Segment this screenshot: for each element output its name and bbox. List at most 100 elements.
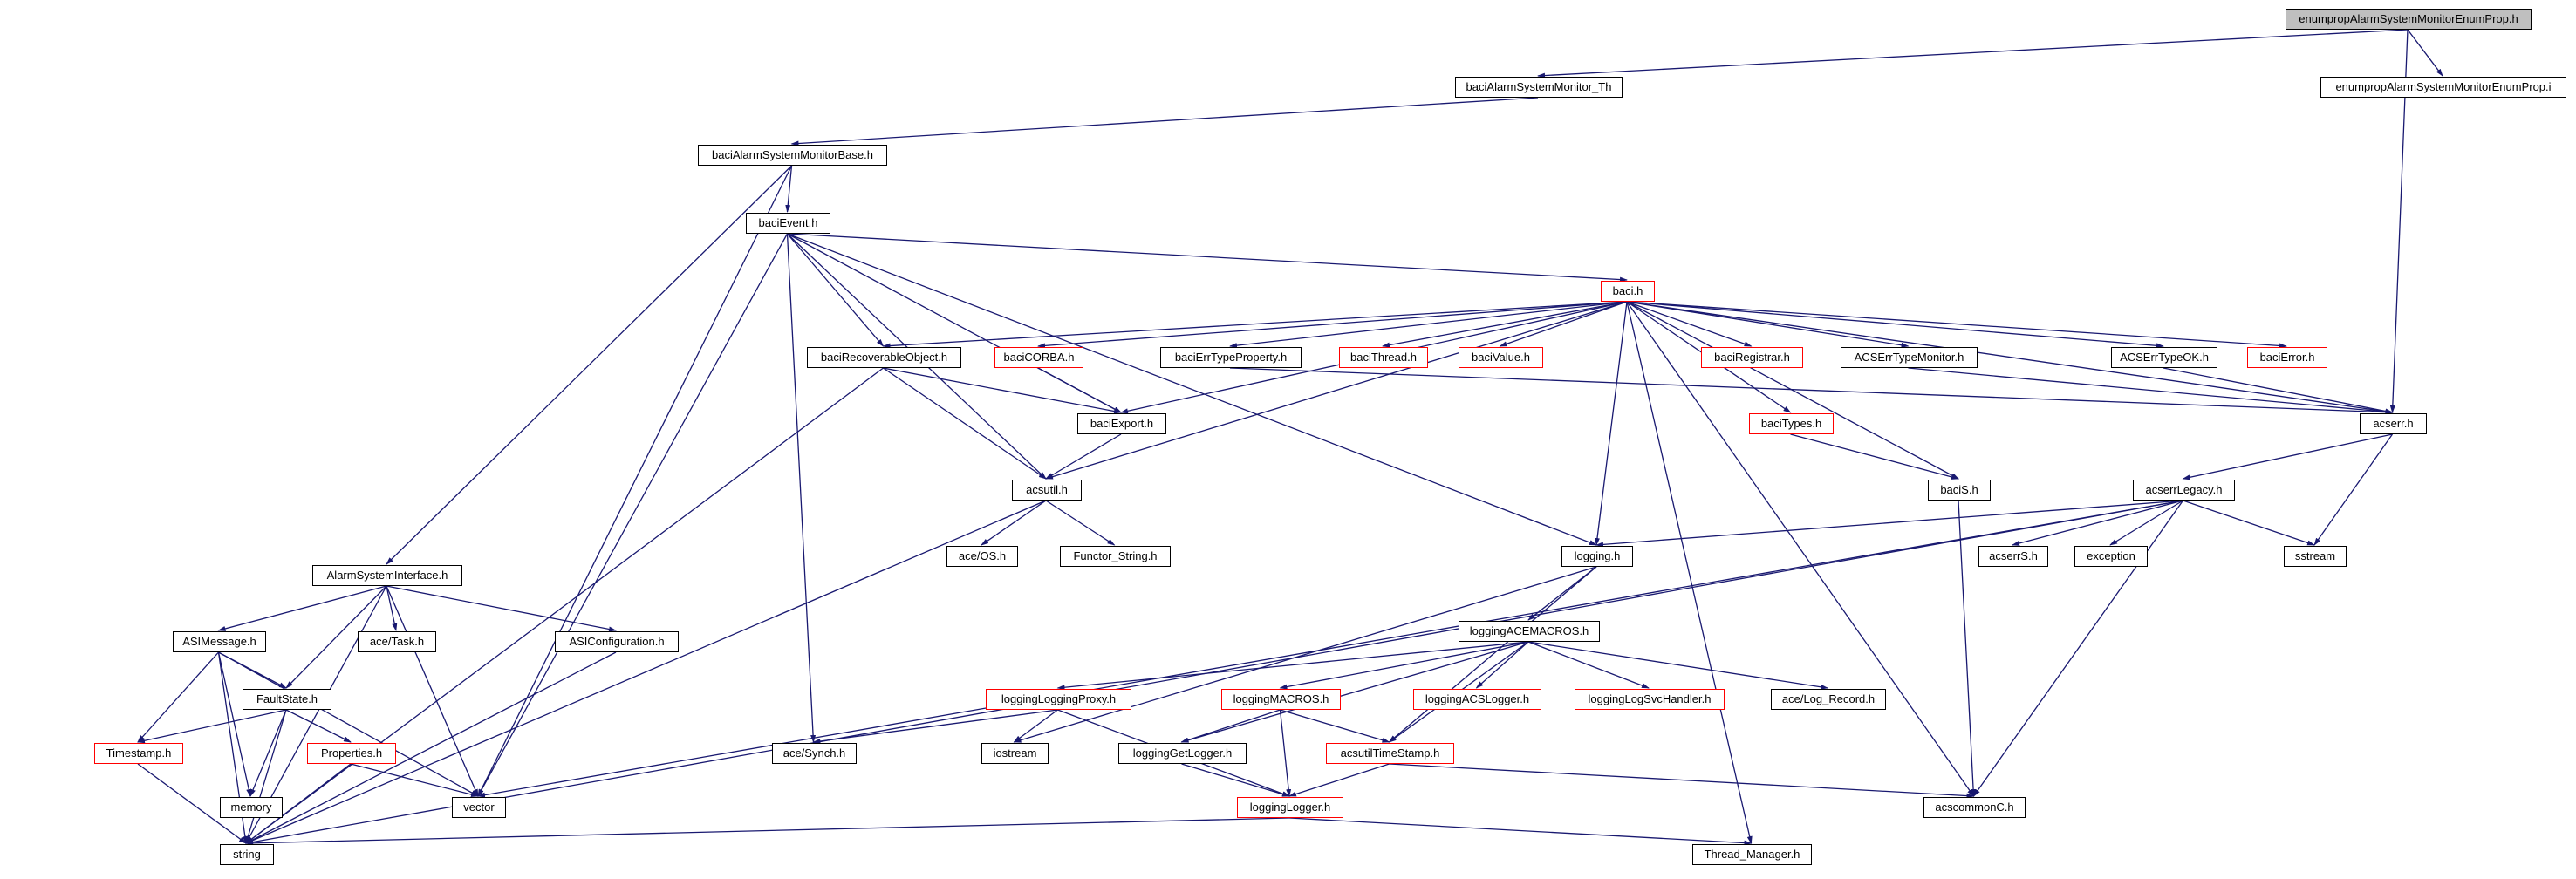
edge-loggingmacros-acsutiltimestamp (1280, 709, 1390, 743)
node-acserrs[interactable]: acserrS.h (1978, 546, 2048, 567)
edge-logging-iostream (1013, 566, 1597, 743)
node-acetask[interactable]: ace/Task.h (358, 631, 436, 652)
node-acsutiltimestamp[interactable]: acsutilTimeStamp.h (1326, 743, 1454, 764)
node-logginglogger[interactable]: loggingLogger.h (1237, 797, 1343, 818)
edge-asimessage-faultstate (218, 651, 287, 689)
node-bacievent[interactable]: baciEvent.h (746, 213, 830, 234)
node-asimessage[interactable]: ASIMessage.h (173, 631, 266, 652)
node-baciregistrar[interactable]: baciRegistrar.h (1701, 347, 1803, 368)
edge-monitor_th-base_h (790, 97, 1539, 146)
node-acserrlegacy[interactable]: acserrLegacy.h (2133, 480, 2235, 501)
edge-acsutiltimestamp-logginglogger (1288, 763, 1390, 797)
node-recoverable[interactable]: baciRecoverableObject.h (807, 347, 961, 368)
edge-base_h-alarmsysif (386, 165, 792, 565)
edge-logging-loggingacemacros (1527, 566, 1597, 621)
node-acesynch[interactable]: ace/Synch.h (772, 743, 857, 764)
node-logginglogsvc[interactable]: loggingLogSvcHandler.h (1575, 689, 1725, 710)
edge-getlogger-logginglogger (1181, 763, 1290, 797)
edge-acsutil-aceos (981, 500, 1047, 546)
edge-enumprop_h-enumprop_i (2407, 29, 2443, 77)
edge-bacievent-logging (787, 233, 1597, 546)
node-vector[interactable]: vector (452, 797, 506, 818)
node-functorstring[interactable]: Functor_String.h (1060, 546, 1171, 567)
node-memory[interactable]: memory (220, 797, 283, 818)
edge-baci-acsutil (1045, 301, 1628, 480)
node-acserrtypeok[interactable]: ACSErrTypeOK.h (2111, 347, 2217, 368)
node-bacierror[interactable]: baciError.h (2247, 347, 2327, 368)
edge-baci-logging (1595, 301, 1628, 546)
node-bacitypes[interactable]: baciTypes.h (1749, 413, 1834, 434)
node-enumprop_h[interactable]: enumpropAlarmSystemMonitorEnumProp.h (2286, 9, 2532, 30)
edge-acsutil-string (245, 500, 1047, 844)
node-loggingproxy[interactable]: loggingLoggingProxy.h (986, 689, 1131, 710)
edge-loggingmacros-logginglogger (1279, 709, 1292, 797)
edge-acserrtypeok-acserr (2163, 367, 2394, 414)
edge-loggingacemacros-loggingproxy (1056, 641, 1529, 691)
edge-faultstate-properties (285, 709, 352, 743)
edge-loggingproxy-acesynch (812, 709, 1058, 744)
node-acserr[interactable]: acserr.h (2360, 413, 2427, 434)
node-bacithread[interactable]: baciThread.h (1339, 347, 1428, 368)
node-asiconfig[interactable]: ASIConfiguration.h (555, 631, 679, 652)
edge-loggingproxy-iostream (1013, 709, 1058, 743)
edge-baci-baciregistrar (1626, 301, 1753, 347)
edge-baci-errtypeprop (1229, 301, 1628, 349)
node-aceos[interactable]: ace/OS.h (946, 546, 1018, 567)
node-acscommonc[interactable]: acscommonC.h (1923, 797, 2026, 818)
node-baci[interactable]: baci.h (1601, 281, 1655, 302)
node-errtypeprop[interactable]: baciErrTypeProperty.h (1160, 347, 1302, 368)
node-bacicorba[interactable]: baciCORBA.h (994, 347, 1083, 368)
edge-properties-vector (350, 763, 479, 797)
edge-acserr-acserrlegacy (2182, 433, 2393, 480)
edge-acserrlegacy-string (245, 500, 2183, 845)
edge-loggingmacros-getlogger (1180, 709, 1281, 743)
edge-baci-bacicorba (1037, 301, 1628, 349)
node-faultstate[interactable]: FaultState.h (243, 689, 331, 710)
node-base_h[interactable]: baciAlarmSystemMonitorBase.h (698, 145, 887, 166)
node-timestamp[interactable]: Timestamp.h (94, 743, 183, 764)
node-getlogger[interactable]: loggingGetLogger.h (1118, 743, 1247, 764)
edge-baci-acscommonc (1626, 301, 1975, 797)
edge-base_h-vector (477, 165, 793, 797)
node-monitor_th[interactable]: baciAlarmSystemMonitor_Th (1455, 77, 1623, 98)
edge-baci-bacis (1626, 301, 1959, 480)
node-iostream[interactable]: iostream (981, 743, 1049, 764)
node-loggingacemacros[interactable]: loggingACEMACROS.h (1459, 621, 1600, 642)
node-loggingacslogger[interactable]: loggingACSLogger.h (1413, 689, 1541, 710)
node-properties[interactable]: Properties.h (307, 743, 396, 764)
edge-baci-acserrtypemonitor (1626, 301, 1910, 348)
node-string[interactable]: string (220, 844, 274, 865)
edge-bacievent-recoverable (787, 233, 885, 347)
node-acserrtypemonitor[interactable]: ACSErrTypeMonitor.h (1841, 347, 1978, 368)
node-enumprop_i[interactable]: enumpropAlarmSystemMonitorEnumProp.i (2320, 77, 2566, 98)
edge-acsutiltimestamp-acscommonc (1389, 763, 1975, 799)
node-logging[interactable]: logging.h (1561, 546, 1633, 567)
edge-baci-bacithread (1382, 301, 1628, 348)
edge-bacievent-baciexport (787, 233, 1122, 413)
edge-bacievent-acesynch (786, 233, 817, 743)
node-exception[interactable]: exception (2074, 546, 2148, 567)
edge-asiconfig-string (245, 651, 617, 844)
node-alarmsysif[interactable]: AlarmSystemInterface.h (312, 565, 462, 586)
node-sstream[interactable]: sstream (2284, 546, 2347, 567)
edge-alarmsysif-acetask (386, 585, 398, 631)
edge-acserrlegacy-logging (1595, 500, 2183, 548)
node-acsutil[interactable]: acsutil.h (1012, 480, 1082, 501)
node-acelogrecord[interactable]: ace/Log_Record.h (1771, 689, 1886, 710)
edge-loggingacemacros-acelogrecord (1527, 641, 1828, 690)
edge-bacicorba-baciexport (1037, 367, 1122, 413)
node-baciexport[interactable]: baciExport.h (1077, 413, 1166, 434)
node-bacis[interactable]: baciS.h (1928, 480, 1991, 501)
edge-recoverable-string (245, 367, 884, 844)
edge-logginglogger-threadmanager (1288, 817, 1753, 846)
edge-acserrtypemonitor-acserr (1908, 367, 2394, 415)
edge-logginglogger-string (245, 817, 1290, 846)
node-bacivalue[interactable]: baciValue.h (1459, 347, 1543, 368)
edge-asimessage-timestamp (137, 651, 219, 743)
edge-logging-acsutiltimestamp (1388, 566, 1597, 743)
node-threadmanager[interactable]: Thread_Manager.h (1692, 844, 1812, 865)
edge-baci-threadmanager (1626, 301, 1753, 844)
edge-acserrlegacy-acscommonc (1972, 500, 2184, 797)
node-loggingmacros[interactable]: loggingMACROS.h (1221, 689, 1341, 710)
